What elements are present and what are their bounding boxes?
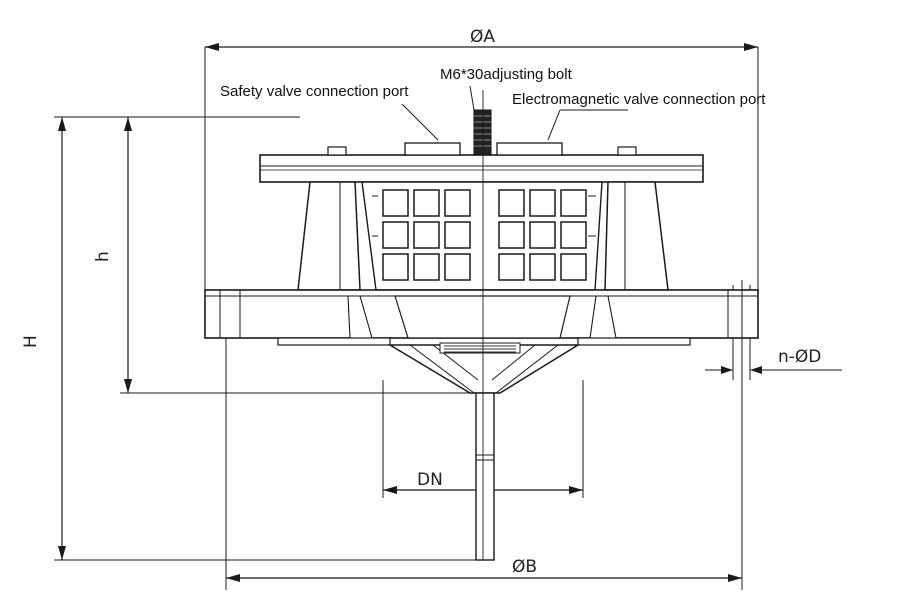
label-diameter-a: ØA (470, 27, 495, 47)
label-holes: n-ØD (778, 347, 821, 367)
safety-valve-port (404, 142, 461, 156)
label-height-total: H (21, 335, 41, 348)
stem (475, 392, 495, 561)
label-electromagnetic-valve-port: Electromagnetic valve connection port (512, 91, 766, 108)
dimension-diameter-b: ØB (225, 280, 743, 590)
electromagnetic-valve-port (496, 142, 563, 156)
label-diameter-b: ØB (512, 557, 537, 577)
strainer-grid (361, 181, 603, 291)
adjusting-bolt (473, 109, 492, 156)
leader-lines (401, 85, 628, 141)
base-flange (204, 289, 759, 346)
dimension-diameter-a: ØA (204, 27, 759, 290)
dimension-height-h: h (93, 117, 470, 394)
label-adjusting-bolt: M6*30adjusting bolt (440, 66, 573, 83)
label-height-h: h (93, 251, 113, 262)
dimension-height-total: H (21, 116, 480, 561)
label-nominal-diameter: DN (417, 470, 443, 490)
outlet-funnel (387, 342, 581, 394)
label-safety-valve-port: Safety valve connection port (220, 83, 409, 100)
